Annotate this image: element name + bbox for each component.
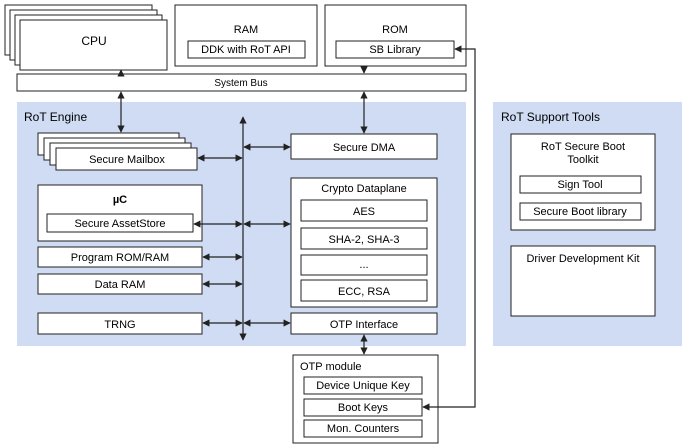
secure-dma-label: Secure DMA [333, 142, 396, 154]
secure-boot-library-box [519, 202, 642, 221]
secure-boot-toolkit-label-2: Toolkit [567, 154, 598, 166]
secure-boot-library-label: Secure Boot library [533, 206, 627, 218]
otp-interface-label: OTP Interface [330, 319, 398, 331]
sha-label: SHA-2, SHA-3 [329, 234, 400, 246]
program-rom-ram-box [37, 246, 203, 268]
driver-dev-kit-box [510, 245, 656, 317]
rot-engine-title: RoT Engine [24, 110, 87, 124]
uc-label: µC [113, 194, 127, 206]
data-ram-box [37, 273, 203, 295]
trng-box [37, 312, 203, 335]
cpu-label: CPU [81, 34, 106, 48]
rot-support-tools-title: RoT Support Tools [501, 110, 600, 124]
sign-tool-label: Sign Tool [557, 179, 602, 191]
ram-api-box [187, 40, 306, 59]
ellipsis-label: ... [359, 259, 368, 271]
trng-label: TRNG [104, 319, 135, 331]
data-ram-label: Data RAM [95, 279, 146, 291]
rom-lib-label: SB Library [369, 44, 421, 56]
system-bus-label: System Bus [214, 78, 267, 89]
boot-keys-label: Boot Keys [338, 402, 389, 414]
device-unique-key-box [303, 376, 423, 395]
rom-label: ROM [382, 24, 408, 36]
mon-counters-box [303, 419, 423, 438]
connectors [117, 45, 476, 411]
secure-boot-toolkit-label-1: RoT Secure Boot [541, 141, 625, 153]
ecc-rsa-label: ECC, RSA [338, 286, 391, 298]
secure-mailbox-label: Secure Mailbox [89, 154, 165, 166]
system-bus-box [16, 73, 467, 92]
device-unique-key-label: Device Unique Key [316, 380, 410, 392]
driver-dev-kit-label: Driver Development Kit [526, 253, 639, 265]
ram-api-label: DDK with RoT API [201, 44, 291, 56]
bootkeys-sblib-arrow [422, 45, 476, 411]
secure-dma-box [290, 133, 438, 160]
secure-assetstore-label: Secure AssetStore [74, 218, 165, 230]
otp-module-title: OTP module [300, 361, 362, 373]
sign-tool-box [519, 175, 642, 194]
crypto-dataplane-label: Crypto Dataplane [321, 183, 407, 195]
boot-keys-box [303, 398, 423, 417]
aes-label: AES [353, 206, 375, 218]
cpu-stack [4, 4, 168, 71]
secure-mailbox-stack [37, 132, 198, 171]
mon-counters-label: Mon. Counters [327, 423, 400, 435]
secure-assetstore-box [46, 213, 194, 233]
ram-label: RAM [234, 24, 258, 36]
program-rom-ram-label: Program ROM/RAM [71, 252, 169, 264]
